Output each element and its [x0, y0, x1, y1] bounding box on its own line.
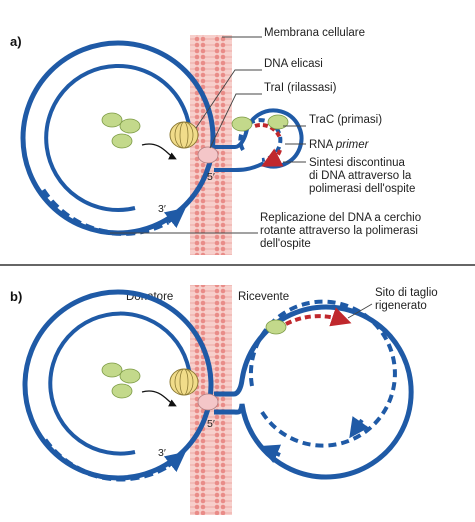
label-rolling-3: dell'ospite — [260, 238, 311, 250]
free-protein-b3 — [111, 383, 133, 399]
free-protein-b1 — [101, 362, 123, 378]
label-rolling-1: Replicazione del DNA a cerchio — [260, 212, 421, 224]
primase-protein-a2 — [267, 114, 289, 130]
rna-primer-b — [285, 307, 352, 327]
label-three-prime-b: 3′ — [158, 447, 166, 459]
panel-a-tag: a) — [10, 34, 22, 49]
panel-a: a) — [10, 27, 421, 255]
label-helicase: DNA elicasi — [264, 58, 323, 70]
label-relaxase: TraI (rilassasi) — [264, 82, 337, 94]
relaxase-protein-a — [197, 146, 219, 164]
protein-complex-b — [101, 319, 287, 411]
label-membrane: Membrana cellulare — [264, 27, 365, 39]
relaxase-protein-b — [197, 393, 219, 411]
helicase-protein-a — [169, 121, 199, 149]
free-protein-b2 — [119, 368, 141, 384]
free-protein-a3 — [111, 133, 133, 149]
rolling-circle-new-strand-b — [42, 438, 170, 482]
free-protein-a2 — [119, 118, 141, 134]
protein-complex-a — [101, 112, 289, 164]
rolling-circle-new-strand-a — [40, 188, 170, 236]
panel-b-tag: b) — [10, 289, 22, 304]
label-primase: TraC (primasi) — [309, 114, 382, 126]
primase-protein-a1 — [231, 116, 253, 132]
label-discontinuous-2: di DNA attraverso la — [309, 170, 412, 182]
label-rolling-2: rotante attraverso la polimerasi — [260, 225, 418, 237]
donor-plasmid-b — [22, 289, 214, 482]
free-protein-a1 — [101, 112, 123, 128]
label-recipient: Ricevente — [238, 291, 289, 303]
leader-line-cut-site — [347, 303, 373, 319]
primase-protein-b — [265, 319, 287, 335]
rna-primer-a — [254, 123, 282, 139]
recipient-loop-b — [214, 299, 414, 480]
label-rna-primer: RNA primer — [309, 139, 370, 151]
leader-lines-a — [110, 36, 306, 234]
label-cut-site-2: rigenerato — [375, 300, 427, 312]
helicase-protein-b — [169, 368, 199, 396]
label-five-prime-b: 5′ — [207, 418, 215, 430]
label-five-prime-a: 5′ — [207, 171, 215, 183]
label-discontinuous-1: Sintesi discontinua — [309, 157, 405, 169]
label-three-prime-a: 3′ — [158, 203, 166, 215]
label-discontinuous-3: polimerasi dell'ospite — [309, 183, 415, 195]
panel-b: b) Donatore Ricevente Sito di taglio rig… — [10, 285, 438, 515]
label-cut-site-1: Sito di taglio — [375, 287, 438, 299]
